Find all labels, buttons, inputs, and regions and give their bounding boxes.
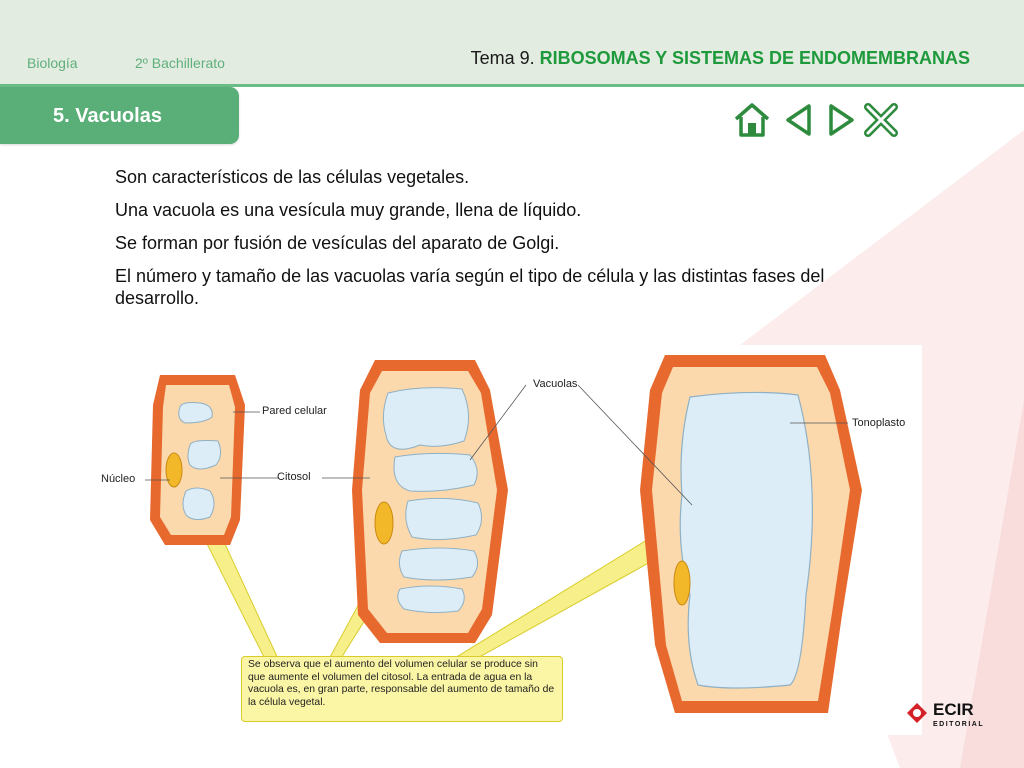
x-close-icon bbox=[864, 103, 898, 137]
label-vacuolas: Vacuolas bbox=[533, 378, 578, 390]
section-tab: 5. Vacuolas bbox=[0, 87, 239, 144]
subject-label: Biología bbox=[27, 55, 78, 71]
ecir-logo: ECIR EDITORIAL bbox=[907, 700, 984, 728]
svg-text:EDITORIAL: EDITORIAL bbox=[933, 721, 984, 728]
bullet-item: El número y tamaño de las vacuolas varía… bbox=[115, 266, 825, 308]
medium-cell bbox=[352, 360, 508, 643]
header-bar: Biología 2º Bachillerato Tema 9. RIBOSOM… bbox=[0, 0, 1024, 87]
bullet-item: Una vacuola es una vesícula muy grande, … bbox=[115, 200, 582, 220]
bullet-item: Se forman por fusión de vesículas del ap… bbox=[115, 233, 560, 253]
large-cell bbox=[640, 355, 862, 713]
section-title: 5. Vacuolas bbox=[53, 105, 162, 127]
course-label: 2º Bachillerato bbox=[135, 55, 225, 71]
close-button[interactable] bbox=[863, 102, 899, 138]
topic-name: RIBOSOMAS Y SISTEMAS DE ENDOMEMBRANAS bbox=[539, 48, 970, 68]
svg-text:ECIR: ECIR bbox=[933, 700, 974, 719]
bullet-item: Son característicos de las células veget… bbox=[115, 167, 470, 187]
label-pared-celular: Pared celular bbox=[262, 405, 327, 417]
label-nucleo: Núcleo bbox=[101, 473, 136, 485]
home-icon bbox=[734, 103, 770, 137]
home-button[interactable] bbox=[733, 102, 771, 138]
bullet-list: Son característicos de las células veget… bbox=[115, 166, 905, 309]
small-cell bbox=[150, 375, 245, 545]
triangle-right-icon bbox=[829, 104, 854, 136]
label-tonoplasto: Tonoplasto bbox=[852, 417, 906, 429]
triangle-left-icon bbox=[786, 104, 811, 136]
previous-button[interactable] bbox=[784, 102, 814, 138]
topic-prefix: Tema 9. bbox=[470, 48, 535, 68]
plant-cell-diagram bbox=[90, 345, 922, 735]
next-button[interactable] bbox=[826, 102, 856, 138]
diagram-note: Se observa que el aumento del volumen ce… bbox=[241, 656, 563, 722]
topic-title: Tema 9. RIBOSOMAS Y SISTEMAS DE ENDOMEMB… bbox=[471, 48, 970, 69]
label-citosol: Citosol bbox=[277, 471, 311, 483]
